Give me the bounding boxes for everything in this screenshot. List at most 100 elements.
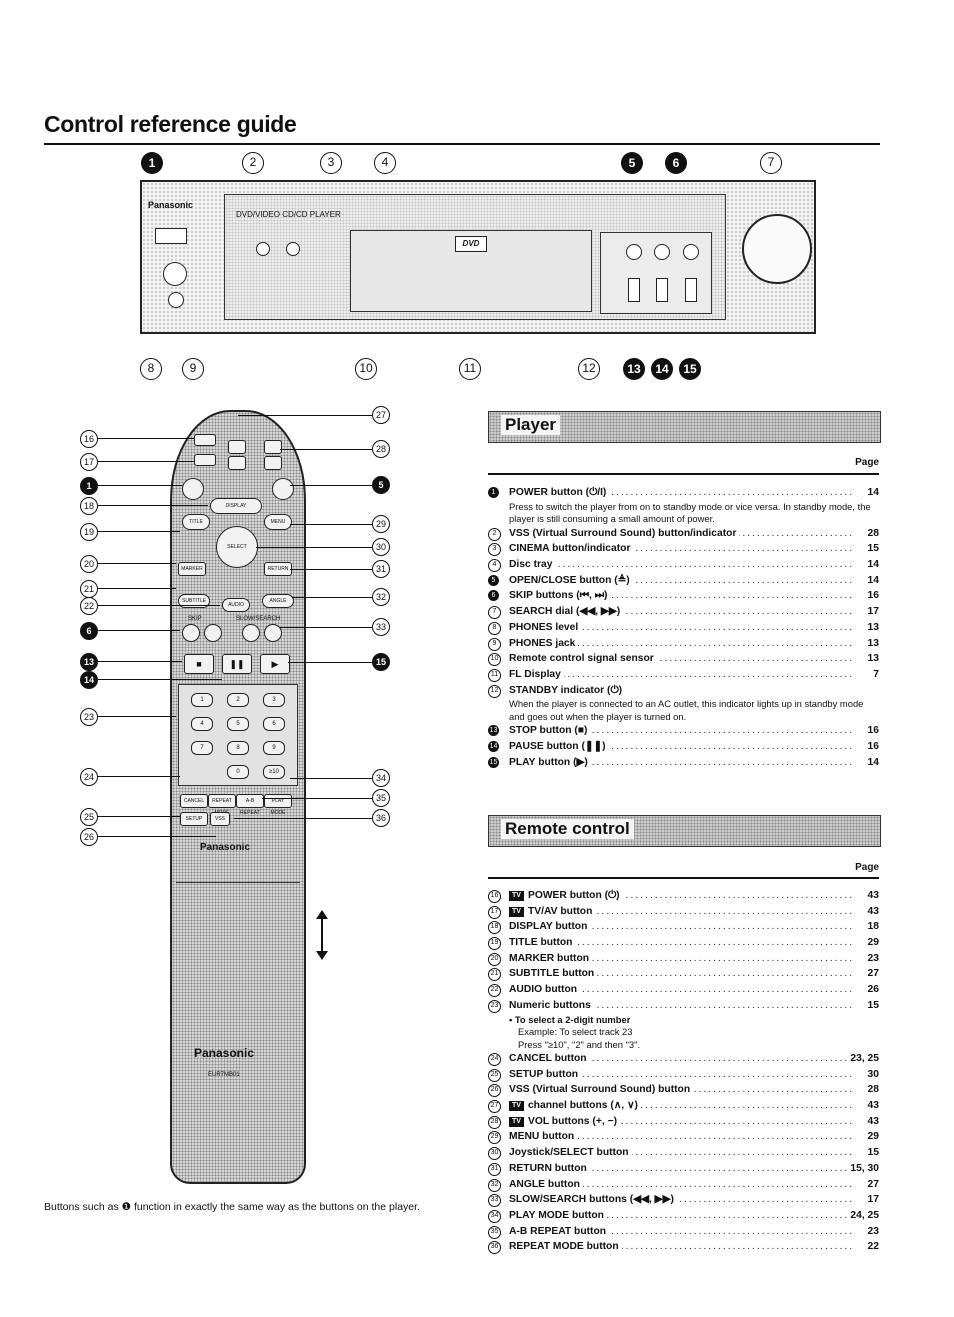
remote-page-rule: [488, 877, 879, 879]
remote-joystick-select[interactable]: SELECT: [216, 526, 258, 568]
remote-item-page: 18: [864, 919, 879, 936]
remote-slow-back-button[interactable]: [242, 624, 260, 642]
remote-item-label: MENU button: [509, 1129, 578, 1146]
remote-ab-repeat-button[interactable]: A-B REPEAT: [236, 794, 264, 816]
play-button[interactable]: [685, 278, 697, 302]
remote-channel-up-button[interactable]: [228, 440, 246, 454]
remote-return-button[interactable]: RETURN: [264, 562, 292, 576]
remote-vol-minus-button[interactable]: [264, 456, 282, 470]
open-close-button[interactable]: [626, 244, 642, 260]
remote-item-label: VSS (Virtual Surround Sound) button: [509, 1082, 694, 1099]
vss-button[interactable]: [256, 242, 270, 256]
remote-slow-search-label: SLOW/SEARCH: [236, 616, 281, 622]
remote-vol-plus-button[interactable]: [264, 440, 282, 454]
player-item-leader: ........................................…: [509, 606, 853, 618]
remote-setup-button[interactable]: SETUP: [180, 812, 208, 826]
remote-item-page: 26: [864, 982, 879, 998]
remote-item-leader: ........................................…: [509, 1053, 853, 1064]
remote-stop-button[interactable]: ■: [184, 654, 214, 674]
callout-10: 10: [355, 358, 377, 380]
remote-item-leader: ........................................…: [509, 1100, 853, 1112]
skip-forward-button[interactable]: [683, 244, 699, 260]
num-2-button[interactable]: 2: [227, 693, 249, 707]
remote-menu-button[interactable]: MENU: [264, 514, 292, 530]
pause-button[interactable]: [656, 278, 668, 302]
remote-angle-button[interactable]: ANGLE: [262, 594, 294, 608]
remote-slow-forward-button[interactable]: [264, 624, 282, 642]
num-4-button[interactable]: 4: [191, 717, 213, 731]
player-item-label: PLAY button (▶): [509, 754, 591, 771]
remote-channel-down-button[interactable]: [228, 456, 246, 470]
remote-item-page: 27: [864, 966, 879, 983]
num-7-button[interactable]: 7: [191, 741, 213, 755]
remote-cancel-button[interactable]: CANCEL: [180, 794, 208, 808]
remote-item-number: 18: [488, 921, 501, 935]
remote-item-leader: ........................................…: [509, 921, 853, 933]
cinema-button[interactable]: [286, 242, 300, 256]
callout-14: 14: [651, 358, 673, 380]
tv-badge: TV: [509, 891, 524, 901]
search-dial[interactable]: [742, 214, 812, 284]
power-button[interactable]: [155, 228, 187, 244]
remote-item-leader: ........................................…: [509, 905, 853, 917]
remote-skip-back-button[interactable]: [182, 624, 200, 642]
rcallout-25: 25: [80, 808, 98, 826]
remote-power-button[interactable]: [182, 478, 204, 500]
remote-marker-button[interactable]: MARKER: [178, 562, 206, 576]
remote-item-label: AUDIO button: [509, 982, 581, 998]
remote-vss-button[interactable]: VSS: [210, 812, 230, 826]
remote-open-close-button[interactable]: [272, 478, 294, 500]
remote-item-page: 29: [864, 935, 879, 951]
remote-play-button[interactable]: ▶: [260, 654, 290, 674]
phones-level-knob[interactable]: [163, 262, 187, 286]
remote-item-page: 27: [864, 1176, 879, 1193]
callout-11: 11: [459, 358, 481, 380]
remote-item-label: A-B REPEAT button: [509, 1223, 610, 1240]
rcallout-5: 5: [372, 476, 390, 494]
player-item-page: 13: [864, 651, 879, 667]
remote-title-button[interactable]: TITLE: [182, 514, 210, 530]
remote-play-mode-button[interactable]: PLAY MODE: [264, 794, 292, 816]
phones-jack[interactable]: [168, 292, 184, 308]
player-item-page: 14: [864, 572, 879, 589]
rcallout-6: 6: [80, 622, 98, 640]
remote-display-button[interactable]: DISPLAY: [210, 498, 262, 514]
num-0-button[interactable]: 0: [227, 765, 249, 779]
remote-item-page: 43: [864, 1113, 879, 1130]
stop-button[interactable]: [628, 278, 640, 302]
callout-4: 4: [374, 152, 396, 174]
remote-audio-button[interactable]: AUDIO: [222, 598, 250, 612]
num-10-plus-button[interactable]: ≥10: [263, 765, 285, 779]
remote-subtitle-button[interactable]: SUBTITLE: [178, 594, 210, 608]
remote-repeat-mode-button[interactable]: REPEAT MODE: [208, 794, 236, 816]
remote-item-page: 30: [864, 1066, 879, 1083]
remote-tv-power-button[interactable]: [194, 434, 216, 446]
num-6-button[interactable]: 6: [263, 717, 285, 731]
remote-item-page: 15: [864, 997, 879, 1014]
remote-pause-button[interactable]: ❚❚: [222, 654, 252, 674]
player-item-leader: ........................................…: [509, 740, 853, 752]
skip-back-button[interactable]: [654, 244, 670, 260]
remote-item-number: 19: [488, 937, 501, 951]
remote-item-number: 34: [488, 1209, 501, 1223]
num-8-button[interactable]: 8: [227, 741, 249, 755]
remote-skip-forward-button[interactable]: [204, 624, 222, 642]
remote-item-number: 24: [488, 1053, 501, 1066]
num-1-button[interactable]: 1: [191, 693, 213, 707]
num-3-button[interactable]: 3: [263, 693, 285, 707]
num-9-button[interactable]: 9: [263, 741, 285, 755]
tv-badge: TV: [509, 1101, 524, 1112]
player-section-heading: Player: [488, 411, 881, 443]
num-5-button[interactable]: 5: [227, 717, 249, 731]
remote-brand-bottom: Panasonic: [194, 1046, 255, 1060]
remote-tv-av-button[interactable]: [194, 454, 216, 466]
